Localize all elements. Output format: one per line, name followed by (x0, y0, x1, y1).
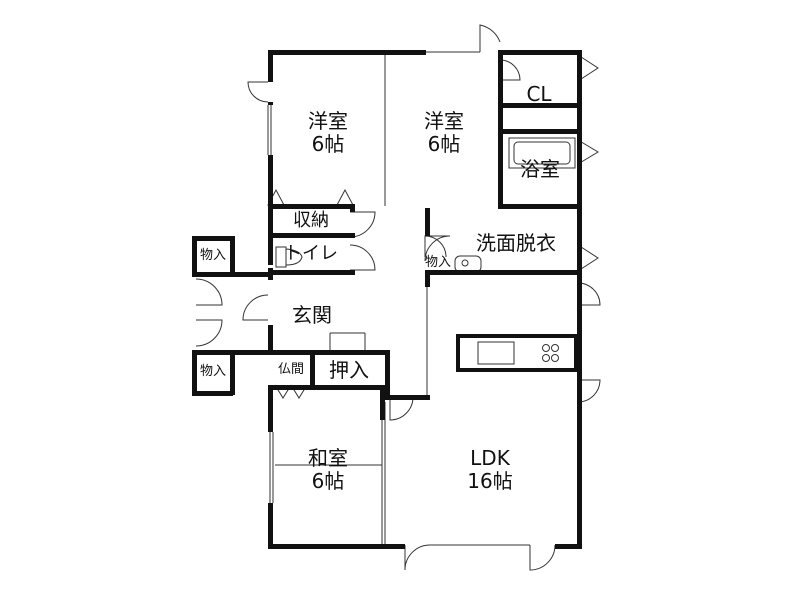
washbasin (454, 255, 482, 273)
room-entrance: 玄関 (286, 304, 338, 327)
room-oshiire: 押入 (320, 359, 378, 382)
room-store-bottom-name: 物入 (199, 364, 226, 379)
room-toilet: トイレ (278, 243, 344, 265)
door-swings (195, 24, 601, 571)
kitchen-counter (456, 334, 578, 372)
room-ldk-name: LDK (470, 446, 510, 470)
room-japanese-size: 6帖 (311, 469, 345, 493)
walls (192, 50, 582, 549)
room-storage-name: 収納 (293, 210, 329, 231)
room-closet: CL (514, 83, 564, 106)
interior-lines (267, 51, 555, 546)
room-western-2: 洋室 6帖 (416, 110, 472, 156)
room-store-small-name: 物入 (424, 255, 451, 270)
room-japanese-name: 和室 (308, 446, 348, 470)
room-western-2-size: 6帖 (427, 132, 461, 156)
room-ldk: LDK 16帖 (450, 447, 530, 493)
room-oshiire-name: 押入 (329, 358, 369, 382)
bathtub (508, 137, 576, 169)
room-western-2-name: 洋室 (424, 109, 464, 133)
room-altar: 仏間 (272, 362, 310, 378)
room-washroom-name: 洗面脱衣 (476, 231, 556, 255)
room-closet-name: CL (526, 82, 552, 106)
room-toilet-name: トイレ (284, 243, 338, 264)
room-storage: 収納 (281, 210, 341, 232)
room-store-small: 物入 (423, 255, 453, 271)
room-store-bottom: 物入 (195, 364, 231, 380)
room-store-top: 物入 (195, 248, 231, 264)
room-western-1: 洋室 6帖 (300, 110, 356, 156)
room-bath-name: 浴室 (520, 157, 560, 181)
room-bath: 浴室 (512, 158, 568, 181)
room-western-1-size: 6帖 (311, 132, 345, 156)
toilet-fixture (275, 246, 303, 268)
room-entrance-name: 玄関 (292, 303, 332, 327)
room-western-1-name: 洋室 (308, 109, 348, 133)
room-japanese: 和室 6帖 (300, 447, 356, 493)
room-altar-name: 仏間 (277, 362, 304, 377)
room-ldk-size: 16帖 (467, 469, 513, 493)
room-washroom: 洗面脱衣 (466, 232, 566, 255)
room-store-top-name: 物入 (199, 248, 226, 263)
